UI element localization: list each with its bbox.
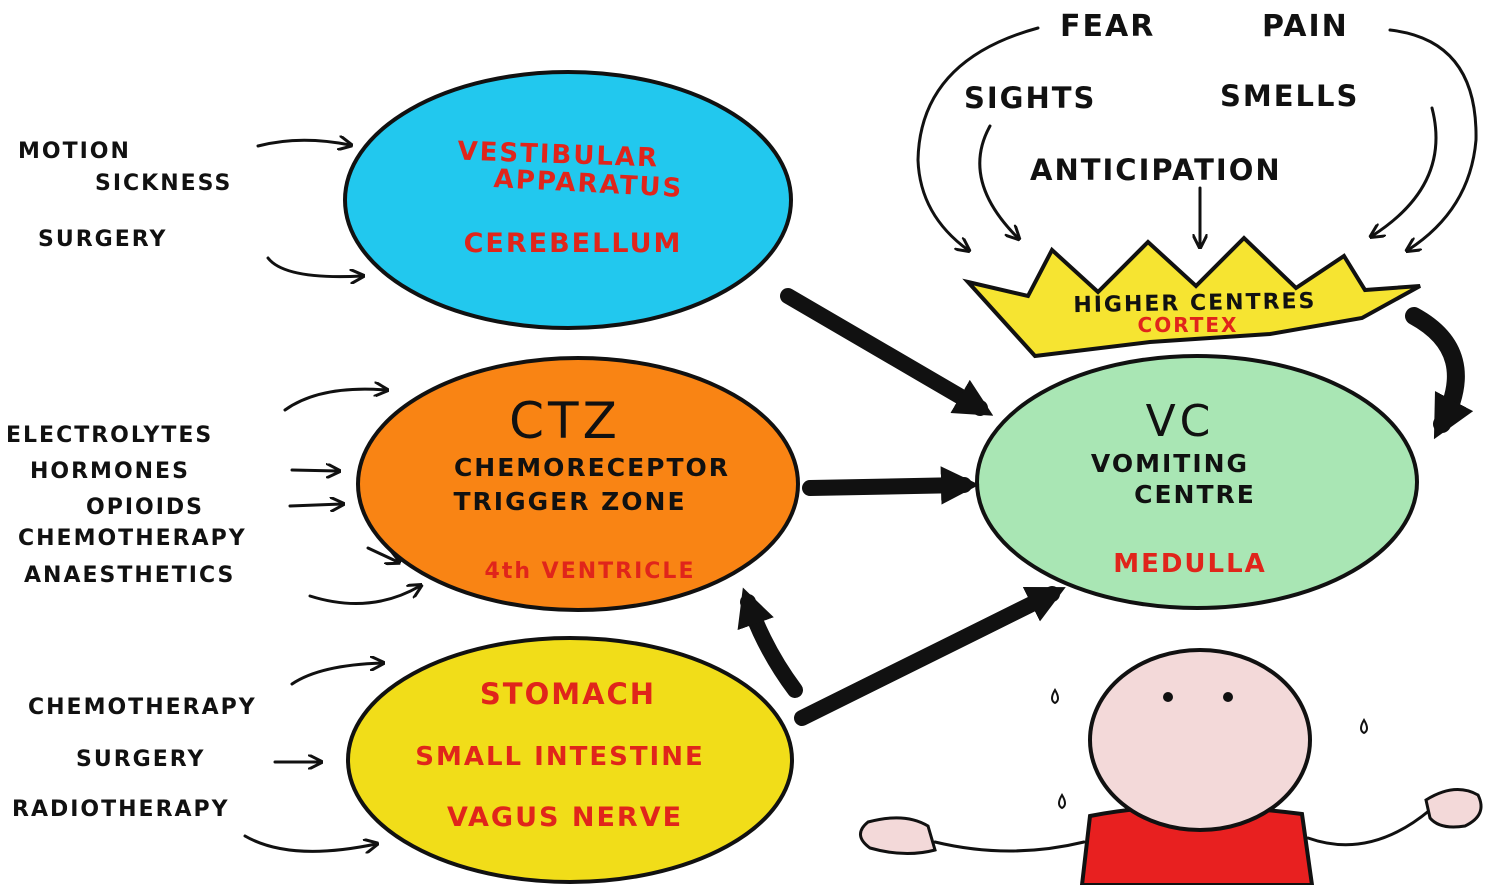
- nauseous-person: [859, 648, 1483, 885]
- ctz-line-2: TRIGGER ZONE: [453, 487, 686, 516]
- trigger-sights: SIGHTS: [964, 81, 1096, 115]
- input-hormones: HORMONES: [30, 459, 190, 484]
- gut-circle: [346, 636, 794, 884]
- ctz-location: 4th VENTRICLE: [485, 559, 696, 584]
- input-radiotherapy: RADIOTHERAPY: [12, 797, 230, 822]
- arrow-surgery-in: [266, 256, 362, 277]
- arrow-gut-to-vc: [794, 586, 1066, 726]
- input-chemotherapy-ctz: CHEMOTHERAPY: [18, 526, 247, 551]
- arrow-electrolytes-in: [283, 389, 386, 412]
- input-chemotherapy-gut: CHEMOTHERAPY: [28, 695, 257, 720]
- input-opioids: OPIOIDS: [86, 495, 204, 520]
- person-right-eye: [1223, 692, 1233, 702]
- gut-line-1: STOMACH: [480, 677, 656, 711]
- arrow-cortex-to-vc: [1405, 307, 1474, 440]
- input-sickness: SICKNESS: [95, 171, 232, 196]
- trigger-smells: SMELLS: [1220, 79, 1359, 113]
- sweat-drop-1: [1051, 688, 1059, 705]
- vestibular-subtitle: CEREBELLUM: [464, 228, 683, 259]
- input-anaesthetics: ANAESTHETICS: [24, 563, 235, 588]
- arrow-chemo-ctz-in: [366, 546, 398, 562]
- person-right-arm: [1306, 808, 1432, 847]
- input-surgery-vest: SURGERY: [38, 227, 167, 252]
- vc-line-1: VOMITING: [1091, 449, 1249, 478]
- arrow-anaesthetics-in: [308, 586, 420, 605]
- sweat-drop-3: [1058, 793, 1066, 810]
- vc-line-2: CENTRE: [1134, 480, 1256, 509]
- input-surgery-gut: SURGERY: [76, 747, 205, 772]
- sweat-drop-2: [1360, 718, 1368, 735]
- vc-abbr: VC: [1146, 396, 1215, 447]
- gut-line-2: SMALL INTESTINE: [415, 742, 705, 772]
- arrow-pain-in: [1388, 28, 1478, 250]
- higher-centres-crown: [962, 235, 1421, 359]
- trigger-pain: PAIN: [1262, 9, 1349, 44]
- arrow-fear-in: [916, 26, 1040, 250]
- trigger-fear: FEAR: [1060, 9, 1155, 44]
- ctz-abbr: CTZ: [509, 392, 621, 450]
- ctz-line-1: CHEMORECEPTOR: [454, 453, 730, 482]
- higher-centres-title: HIGHER CENTRES: [1073, 289, 1317, 318]
- higher-centres-subtitle: CORTEX: [1138, 313, 1239, 337]
- person-head: [1088, 648, 1312, 832]
- ctz-circle: [356, 356, 800, 612]
- input-electrolytes: ELECTROLYTES: [6, 423, 213, 448]
- arrow-gut-top-in: [290, 663, 382, 686]
- vestibular-title-1: VESTIBULAR: [457, 136, 660, 173]
- person-left-eye: [1163, 692, 1173, 702]
- input-motion: MOTION: [18, 139, 131, 164]
- arrow-sights-in: [978, 124, 1018, 238]
- vc-location: MEDULLA: [1113, 549, 1267, 579]
- arrow-smells-in: [1372, 106, 1438, 236]
- trigger-anticipation: ANTICIPATION: [1030, 153, 1282, 187]
- vestibular-circle: [343, 70, 793, 330]
- arrow-radiotherapy-in: [243, 834, 376, 851]
- arrow-opioids-in: [288, 504, 342, 506]
- gut-line-3: VAGUS NERVE: [447, 802, 683, 833]
- arrow-motion-in: [256, 140, 350, 146]
- person-right-hand: [1424, 788, 1483, 829]
- arrow-ctz-to-vc: [802, 466, 980, 505]
- arrow-gut-to-ctz: [737, 587, 803, 698]
- person-left-hand: [859, 816, 937, 856]
- arrow-hormones-in: [290, 470, 338, 471]
- person-left-arm: [933, 840, 1086, 853]
- arrow-vestibular-to-vc: [780, 288, 994, 416]
